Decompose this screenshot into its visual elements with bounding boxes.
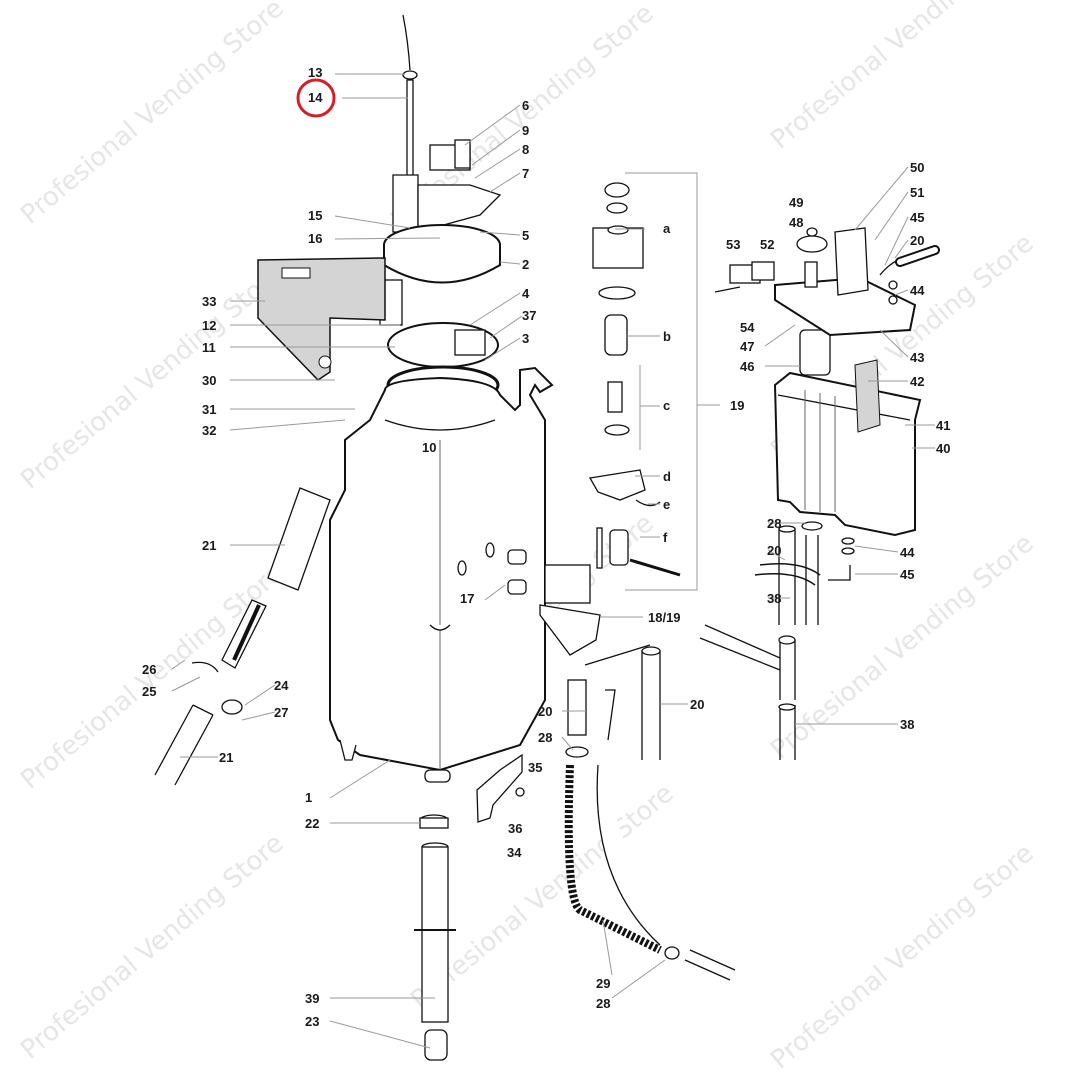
svg-text:Profesional Vending Store: Profesional Vending Store [765,838,1039,1075]
reservoir-outlet-tubing [699,521,855,760]
boiler-tank [329,366,554,783]
svg-text:Profesional Vending Store: Profesional Vending Store [15,828,289,1065]
part-label-36[interactable]: 36 [508,821,522,836]
part-label-41[interactable]: 41 [936,418,950,433]
part-label-17[interactable]: 17 [460,591,474,606]
part-label-51[interactable]: 51 [910,185,924,200]
part-label-37[interactable]: 37 [522,308,536,323]
part-label-28[interactable]: 28 [538,730,552,745]
svg-text:Profesional Vending Store: Profesional Vending Store [15,0,289,230]
part-label-39[interactable]: 39 [305,991,319,1006]
part-label-48[interactable]: 48 [789,215,803,230]
part-label-1[interactable]: 1 [305,790,312,805]
part-label-8[interactable]: 8 [522,142,529,157]
part-label-11[interactable]: 11 [202,340,216,355]
mounting-bracket [476,753,525,823]
part-label-40[interactable]: 40 [936,441,950,456]
part-label-52[interactable]: 52 [760,237,774,252]
part-label-34[interactable]: 34 [507,845,522,860]
tubing [564,644,736,981]
part-label-47[interactable]: 47 [740,339,754,354]
part-label-12[interactable]: 12 [202,318,216,333]
drain-pipe [414,814,456,1061]
part-label-22[interactable]: 22 [305,816,319,831]
water-reservoir [714,227,940,537]
part-label-31[interactable]: 31 [202,402,216,417]
part-label-b[interactable]: b [663,329,671,344]
part-label-24[interactable]: 24 [274,678,289,693]
part-label-a[interactable]: a [663,221,671,236]
part-label-16[interactable]: 16 [308,231,322,246]
part-label-e[interactable]: e [663,497,670,512]
part-label-21[interactable]: 21 [202,538,216,553]
part-label-32[interactable]: 32 [202,423,216,438]
part-label-35[interactable]: 35 [528,760,542,775]
part-label-38[interactable]: 38 [767,591,781,606]
svg-text:Profesional Vending Store: Profesional Vending Store [15,258,289,495]
part-label-20[interactable]: 20 [538,704,552,719]
heater-plate [386,322,500,405]
part-label-49[interactable]: 49 [789,195,803,210]
part-label-28c[interactable]: 28 [767,516,781,531]
part-label-44b[interactable]: 44 [900,545,915,560]
heat-shield [257,257,386,381]
part-label-18-19[interactable]: 18/19 [648,610,681,625]
part-label-f[interactable]: f [663,530,668,545]
part-label-15[interactable]: 15 [308,208,322,223]
part-label-19[interactable]: 19 [730,398,744,413]
part-label-7[interactable]: 7 [522,166,529,181]
highlight-circle [296,78,336,118]
pressure-switch-bracket [392,139,502,233]
boiler-lid [379,224,501,326]
part-label-54[interactable]: 54 [740,320,755,335]
part-label-10[interactable]: 10 [422,440,436,455]
part-label-25[interactable]: 25 [142,684,156,699]
part-label-45[interactable]: 45 [910,210,924,225]
part-label-27[interactable]: 27 [274,705,288,720]
part-label-3[interactable]: 3 [522,331,529,346]
part-label-28b[interactable]: 28 [596,996,610,1011]
part-label-42[interactable]: 42 [910,374,924,389]
part-label-d[interactable]: d [663,469,671,484]
part-label-5[interactable]: 5 [522,228,529,243]
part-label-2[interactable]: 2 [522,257,529,272]
solenoid-valve-group [588,172,720,591]
part-labels: 13 14 6 9 8 7 15 16 5 2 4 37 3 33 12 11 … [142,65,950,1029]
part-label-29[interactable]: 29 [596,976,610,991]
part-label-20b[interactable]: 20 [690,697,704,712]
part-label-6[interactable]: 6 [522,98,529,113]
part-label-46[interactable]: 46 [740,359,754,374]
part-label-53[interactable]: 53 [726,237,740,252]
svg-text:Profesional Vending Store: Profesional Vending Store [765,0,1039,155]
part-label-43[interactable]: 43 [910,350,924,365]
part-label-50[interactable]: 50 [910,160,924,175]
part-label-26[interactable]: 26 [142,662,156,677]
part-label-9[interactable]: 9 [522,123,529,138]
part-label-20d[interactable]: 20 [767,543,781,558]
part-label-38b[interactable]: 38 [900,717,914,732]
part-label-30[interactable]: 30 [202,373,216,388]
inlet-solenoid-valve [539,527,603,656]
part-label-20c[interactable]: 20 [910,233,924,248]
part-label-4[interactable]: 4 [522,286,530,301]
part-label-33[interactable]: 33 [202,294,216,309]
part-label-45b[interactable]: 45 [900,567,914,582]
part-label-14[interactable]: 14 [308,90,323,105]
part-label-13[interactable]: 13 [308,65,322,80]
overflow-hose [154,487,331,786]
part-label-21b[interactable]: 21 [219,750,233,765]
leader-lines [171,73,935,1049]
part-label-44[interactable]: 44 [910,283,925,298]
part-label-23[interactable]: 23 [305,1014,319,1029]
part-label-c[interactable]: c [663,398,670,413]
